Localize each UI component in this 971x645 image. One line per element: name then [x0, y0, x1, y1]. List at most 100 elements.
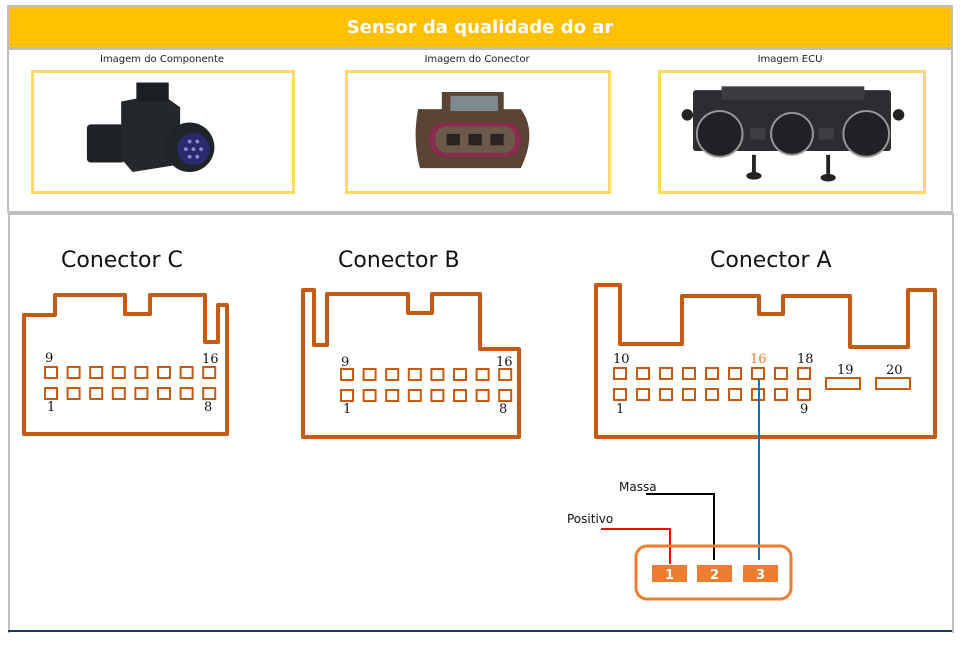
ecu-image-label: Imagem ECU: [757, 54, 823, 65]
connector-b-pin-top-6: [453, 368, 467, 381]
connector-b-pin-bottom-4: [407, 389, 422, 402]
connector-b-pins: [340, 368, 513, 402]
top-panel: Sensor da qualidade do ar Imagem do Comp…: [7, 5, 953, 213]
connector-c-pin-bottom-7: [179, 387, 194, 400]
connector-b-pin-bottom-6: [453, 389, 467, 402]
connector-a-pin-top-9: [797, 367, 811, 380]
connector-b-pin-label-16: 16: [496, 355, 513, 370]
connector-c-pin-top-4: [111, 366, 126, 379]
connector-b-pin-top-2: [362, 368, 377, 381]
connector-a-pin-label-9: 9: [800, 402, 808, 417]
connector-c-pin-label-1: 1: [47, 400, 55, 415]
connector-c-pin-bottom-8: [202, 387, 217, 400]
connector-a-pin-bottom-9: [797, 388, 811, 401]
connector-b-pin-label-1: 1: [343, 402, 351, 417]
connector-a-pin-label-10: 10: [613, 352, 630, 367]
connector-a-pin-top-8: [774, 367, 788, 380]
air-quality-sensor-photo-icon: [86, 82, 215, 172]
connector-c-pin-bottom-2: [66, 387, 81, 400]
connector-a-pin-label-1: 1: [616, 402, 624, 417]
sensor-pin-label-3: 3: [756, 568, 765, 583]
component-image-label: Imagem do Componente: [99, 54, 225, 65]
connector-a-pin-bottom-1: [613, 388, 627, 401]
connector-a-pin-label-20: 20: [886, 363, 903, 378]
connector-c-pin-label-9: 9: [45, 351, 53, 366]
page-title: Sensor da qualidade do ar: [9, 7, 951, 50]
connector-c-pin-top-3: [89, 366, 104, 379]
wire-positivo-red: [601, 528, 671, 564]
connector-c-pin-bottom-5: [134, 387, 149, 400]
connector-a-pin-bottom-2: [636, 388, 650, 401]
connector-c-pin-top-6: [157, 366, 171, 379]
connector-c-pin-top-8: [202, 366, 217, 379]
connector-a-pin-19: [825, 377, 861, 390]
connector-c-pin-bottom-3: [89, 387, 104, 400]
connector-photo-icon: [415, 92, 530, 169]
connector-b-outline: [301, 288, 521, 439]
wire-label-massa: Massa: [619, 480, 657, 494]
connector-b-pin-bottom-2: [362, 389, 377, 402]
connector-b-title: Conector B: [338, 248, 460, 273]
connector-a-pin-top-2: [636, 367, 650, 380]
ecu-image: [658, 70, 926, 194]
connector-a-pin-top-5: [705, 367, 719, 380]
connector-b-pin-top-8: [498, 368, 513, 381]
connector-b-pin-bottom-1: [340, 389, 354, 402]
connector-b-pin-label-8: 8: [499, 402, 507, 417]
connector-a-pin-label-19: 19: [837, 363, 854, 378]
connector-b-pin-bottom-7: [475, 389, 490, 402]
connector-a-pin-bottom-5: [705, 388, 719, 401]
connector-a-pin-20: [875, 377, 911, 390]
wire-massa-black: [646, 493, 715, 560]
connector-a-title: Conector A: [710, 248, 832, 273]
connector-b-pin-top-5: [430, 368, 445, 381]
connector-image: [345, 70, 611, 194]
connector-a-pin-top-1: [613, 367, 627, 380]
connector-a-pin-top-6: [728, 367, 742, 380]
connector-c-outline: [22, 293, 229, 436]
bottom-divider: [8, 630, 952, 632]
connector-b-pin-bottom-5: [430, 389, 445, 402]
connector-a-pin-label-16: 16: [750, 352, 767, 367]
connector-c-pin-top-5: [134, 366, 149, 379]
connector-c-pin-bottom-4: [111, 387, 126, 400]
connector-c-pin-label-8: 8: [204, 400, 212, 415]
sensor-pin-2: [697, 565, 732, 582]
connector-b-pin-bottom-8: [498, 389, 513, 402]
connector-c-title: Conector C: [61, 248, 183, 273]
connector-a-pin-bottom-3: [659, 388, 673, 401]
connector-c-pins: [44, 366, 217, 400]
connector-b-pin-top-1: [340, 368, 354, 381]
sensor-connector-outline: [634, 544, 793, 601]
connector-b-pin-label-9: 9: [341, 355, 349, 370]
connector-a-pins: [613, 367, 811, 401]
connector-c-pin-top-2: [66, 366, 81, 379]
connector-b-pin-bottom-3: [385, 389, 400, 402]
connector-b-pin-top-4: [407, 368, 422, 381]
connector-a-pin-top-3: [659, 367, 673, 380]
component-image: [31, 70, 295, 194]
connector-a-pin-bottom-6: [728, 388, 742, 401]
connector-c-pin-bottom-6: [157, 387, 171, 400]
connector-b-pin-top-7: [475, 368, 490, 381]
connector-a-pin-bottom-8: [774, 388, 788, 401]
wire-label-positivo: Positivo: [567, 512, 613, 526]
connector-c-pin-label-16: 16: [202, 352, 219, 367]
wiring-panel: [8, 213, 954, 633]
connector-a-pin-top-7: [751, 367, 765, 380]
connector-a-pin-top-4: [682, 367, 696, 380]
sensor-pin-3: [743, 565, 778, 582]
sensor-pin-label-2: 2: [710, 568, 719, 583]
connector-c-pin-bottom-1: [44, 387, 58, 400]
connector-c-pin-top-1: [44, 366, 58, 379]
connector-a-pin-bottom-4: [682, 388, 696, 401]
connector-a-pin-label-18: 18: [797, 352, 814, 367]
connector-c-pin-top-7: [179, 366, 194, 379]
sensor-pin-1: [652, 565, 687, 582]
ecu-climate-control-photo-icon: [681, 86, 905, 182]
connector-b-pin-top-3: [385, 368, 400, 381]
connector-image-label: Imagem do Conector: [424, 54, 530, 65]
sensor-pin-label-1: 1: [665, 568, 674, 583]
connector-a-outline: [594, 283, 937, 439]
